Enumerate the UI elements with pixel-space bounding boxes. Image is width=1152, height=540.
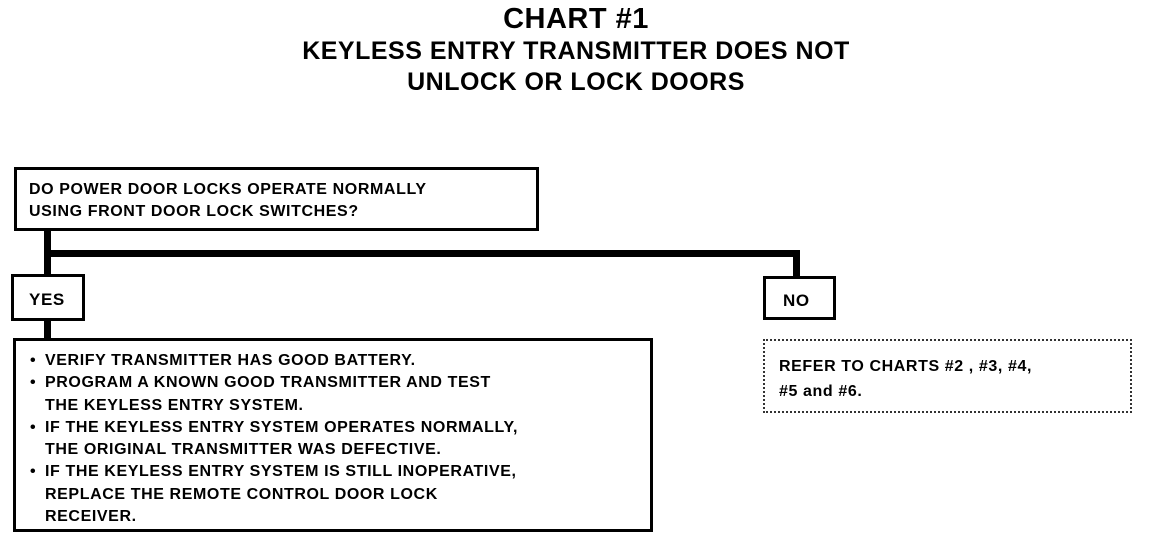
yes-branch-box: YES (11, 274, 85, 321)
no-action-line-2: #5 and #6. (779, 383, 863, 400)
yes-action-box: VERIFY TRANSMITTER HAS GOOD BATTERY. PRO… (13, 338, 653, 532)
connector-horizontal-split (44, 250, 800, 257)
question-line-1: DO POWER DOOR LOCKS OPERATE NORMALLY (29, 181, 427, 198)
connector-to-no (793, 250, 800, 277)
connector-yes-to-actions (44, 320, 51, 339)
no-action-box: REFER TO CHARTS #2 , #3, #4, #5 and #6. (763, 339, 1132, 413)
action-line: THE ORIGINAL TRANSMITTER WAS DEFECTIVE. (45, 441, 442, 459)
action-item: PROGRAM A KNOWN GOOD TRANSMITTER AND TES… (30, 372, 650, 417)
yes-action-list: VERIFY TRANSMITTER HAS GOOD BATTERY. PRO… (30, 350, 650, 528)
chart-number: CHART #1 (503, 3, 649, 35)
action-line: VERIFY TRANSMITTER HAS GOOD BATTERY. (45, 352, 416, 369)
action-item: IF THE KEYLESS ENTRY SYSTEM IS STILL INO… (30, 461, 650, 528)
action-item: IF THE KEYLESS ENTRY SYSTEM OPERATES NOR… (30, 417, 650, 462)
chart-subtitle-line-1: KEYLESS ENTRY TRANSMITTER DOES NOT (302, 37, 850, 65)
chart-subtitle-line-2: UNLOCK OR LOCK DOORS (407, 68, 745, 96)
action-line: REPLACE THE REMOTE CONTROL DOOR LOCK (45, 485, 438, 503)
chart-title-block: CHART #1 KEYLESS ENTRY TRANSMITTER DOES … (0, 2, 1152, 98)
action-line: PROGRAM A KNOWN GOOD TRANSMITTER AND TES… (45, 374, 491, 392)
action-line: IF THE KEYLESS ENTRY SYSTEM IS STILL INO… (45, 463, 517, 481)
action-item: VERIFY TRANSMITTER HAS GOOD BATTERY. (30, 350, 650, 373)
no-branch-box: NO (763, 276, 836, 320)
action-line: THE KEYLESS ENTRY SYSTEM. (45, 396, 304, 414)
no-action-line-1: REFER TO CHARTS #2 , #3, #4, (779, 358, 1033, 375)
yes-label: YES (29, 290, 65, 309)
question-box: DO POWER DOOR LOCKS OPERATE NORMALLY USI… (14, 167, 539, 231)
question-line-2: USING FRONT DOOR LOCK SWITCHES? (29, 203, 359, 220)
action-line: IF THE KEYLESS ENTRY SYSTEM OPERATES NOR… (45, 418, 518, 436)
action-line: RECEIVER. (45, 508, 137, 526)
no-label: NO (783, 291, 810, 310)
